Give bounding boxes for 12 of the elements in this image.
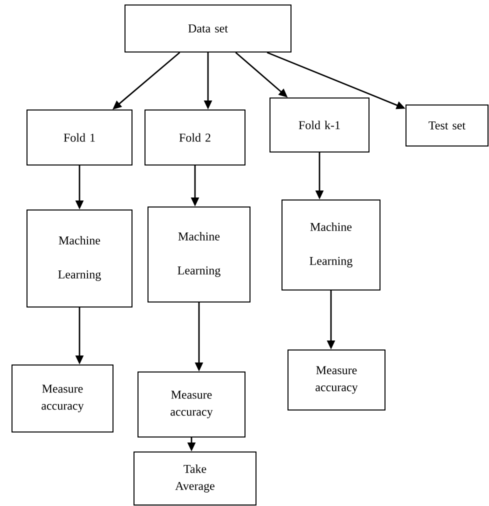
process-box: Machine Learning <box>282 200 380 290</box>
process-box: Fold 1 <box>26 110 132 166</box>
process-box: Machine Learning <box>26 210 132 308</box>
process-box: Take Average <box>134 452 256 506</box>
process-box: Test set <box>406 104 488 146</box>
process-box: Data set <box>124 4 292 52</box>
process-box: Fold k-1 <box>270 98 370 152</box>
process-box: Fold 2 <box>144 110 246 166</box>
process-box: Machine Learning <box>148 206 250 302</box>
process-box: Measure accuracy <box>138 372 246 438</box>
process-box: Measure accuracy <box>12 364 114 432</box>
process-box: Measure accuracy <box>288 350 386 410</box>
